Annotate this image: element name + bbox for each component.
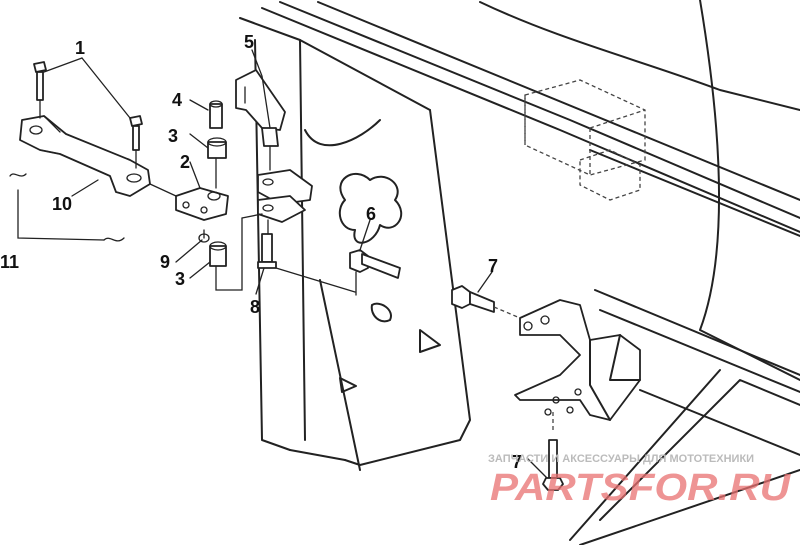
callout-8: 8 [250,297,260,317]
callout-3-top: 3 [168,126,178,146]
link-rod-10 [19,61,177,197]
clips-11 [9,173,125,242]
leader-lines [43,49,548,479]
callout-1: 1 [75,38,85,58]
callout-2: 2 [180,152,190,172]
bracket-5 [235,69,313,223]
callout-6: 6 [366,204,376,224]
bolt-6 [349,249,401,296]
frame-post [239,17,471,471]
callout-3-bottom: 3 [175,269,185,289]
bolt-7-vertical [542,412,564,491]
watermark-brand: PARTSFOR.RU [490,467,792,509]
callout-7-bottom: 7 [512,452,522,472]
watermark-caption: ЗАПЧАСТИ И АКСЕССУАРЫ ДЛЯ МОТОТЕХНИКИ [488,453,754,465]
callout-4: 4 [172,90,182,110]
chassis-frame [261,0,800,545]
mount-bracket [514,299,641,421]
callout-11: 11 [0,252,19,272]
callout-labels: 1 2 3 3 4 5 6 7 7 8 9 10 11 [0,32,522,472]
bolt-7-horizontal [451,285,521,319]
watermark: ЗАПЧАСТИ И АКСЕССУАРЫ ДЛЯ МОТОТЕХНИКИ PA… [488,453,792,509]
callout-5: 5 [244,32,254,52]
callout-7-top: 7 [488,256,498,276]
callout-10: 10 [52,194,72,214]
dashed-component [524,79,646,201]
callout-9: 9 [160,252,170,272]
